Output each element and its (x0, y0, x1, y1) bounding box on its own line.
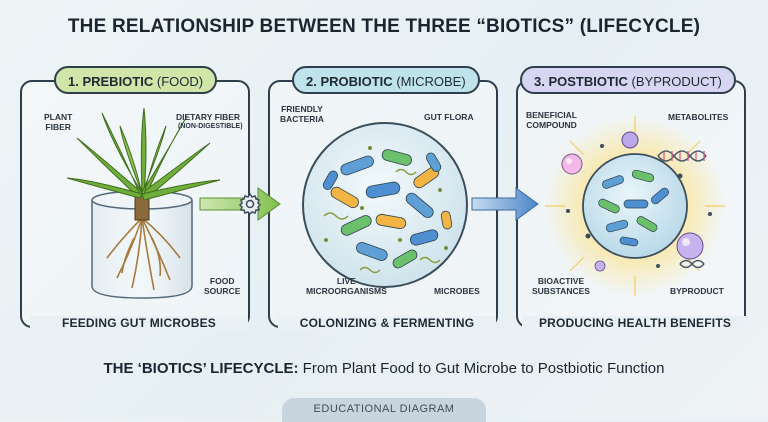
prebiotic-caption: FEEDING GUT MICROBES (30, 316, 248, 330)
postbiotic-caption: PRODUCING HEALTH BENEFITS (522, 316, 748, 330)
byproduct-label: BYPRODUCT (670, 286, 724, 296)
food-source-label: FOOD SOURCE (204, 276, 240, 296)
diagram-title: THE RELATIONSHIP BETWEEN THE THREE “BIOT… (0, 16, 768, 38)
non-digestible-label: (NON-DIGESTIBLE) (178, 122, 243, 132)
dietary-fiber-label: DIETARY FIBER (176, 112, 240, 122)
lifecycle-summary-text: From Plant Food to Gut Microbe to Postbi… (299, 360, 665, 377)
postbiotic-heading: 3. POSTBIOTIC (BYPRODUCT) (520, 66, 736, 94)
bioactive-substances-label: BIOACTIVE SUBSTANCES (532, 276, 590, 296)
probiotic-heading: 2. PROBIOTIC (MICROBE) (292, 66, 480, 94)
metabolites-label: METABOLITES (668, 112, 728, 122)
lifecycle-summary-bold: THE ‘BIOTICS’ LIFECYCLE: (103, 360, 298, 377)
educational-diagram-badge: EDUCATIONAL DIAGRAM (282, 398, 486, 422)
friendly-bacteria-label: FRIENDLY BACTERIA (280, 104, 324, 124)
postbiotic-glow-illustration (540, 116, 740, 296)
microbes-label: MICROBES (434, 286, 480, 296)
arrow-probiotic-to-postbiotic (472, 184, 538, 224)
gut-flora-label: GUT FLORA (424, 112, 474, 122)
plant-fiber-label: PLANT FIBER (44, 112, 72, 132)
lifecycle-summary: THE ‘BIOTICS’ LIFECYCLE: From Plant Food… (0, 360, 768, 377)
gear-icon (238, 192, 262, 216)
prebiotic-heading: 1. PREBIOTIC (FOOD) (54, 66, 217, 94)
live-microorganisms-label: LIVE MICROORGANISMS (306, 276, 387, 296)
bacteria-colony-illustration (300, 120, 470, 290)
beneficial-compound-label: BENEFICIAL COMPOUND (526, 110, 577, 130)
plant-in-jar-illustration (62, 108, 222, 308)
probiotic-caption: COLONIZING & FERMENTING (278, 316, 496, 330)
